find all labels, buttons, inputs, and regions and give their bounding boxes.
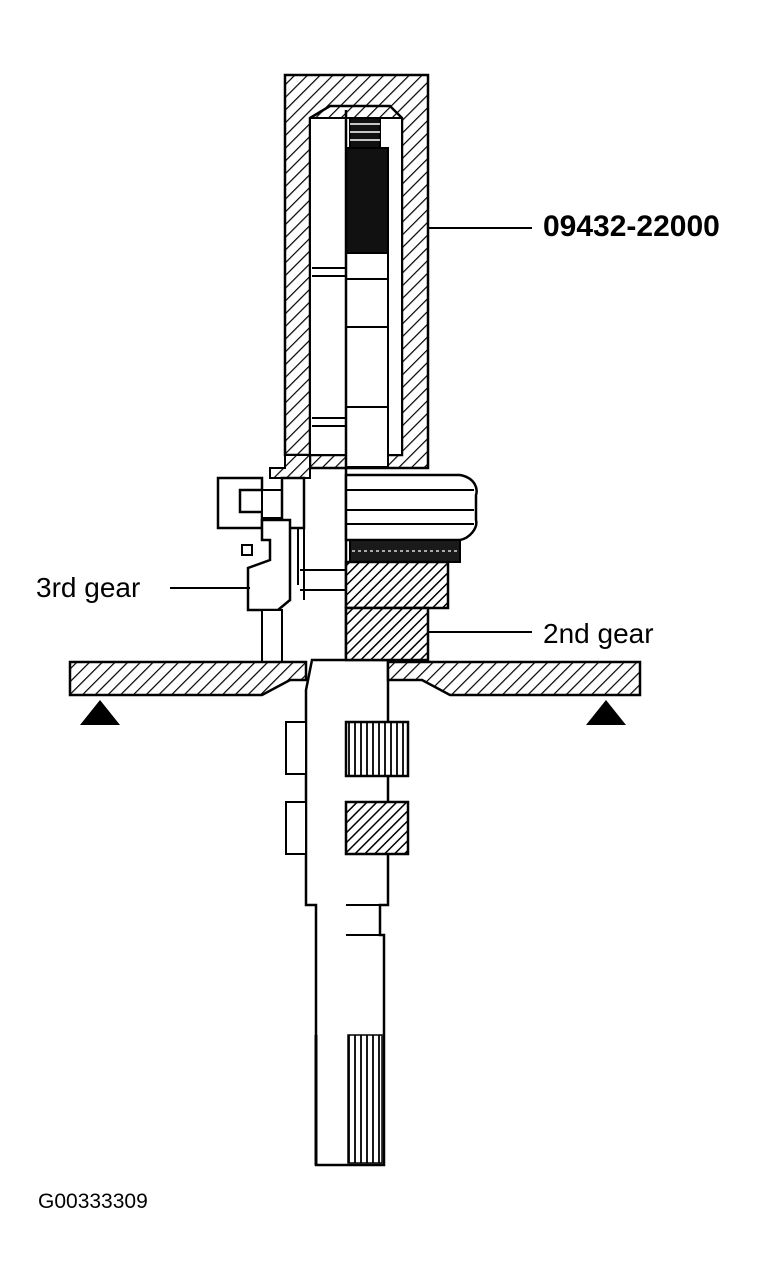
third-gear-label: 3rd gear [36, 572, 140, 603]
lower-gear-lower [285, 800, 410, 856]
support-triangle-right [586, 700, 626, 725]
second-gear-label: 2nd gear [543, 618, 654, 649]
clip-bracket [216, 476, 346, 663]
press-support-plate [68, 660, 642, 697]
tool-number-label: 09432-22000 [543, 210, 720, 243]
figure-id-label: G00333309 [38, 1190, 148, 1213]
transmission-shaft [304, 110, 390, 1167]
third-gear [344, 560, 450, 610]
synchronizer-hub [344, 473, 478, 563]
second-gear [344, 606, 430, 662]
lower-gear-upper [285, 720, 410, 778]
support-triangle-left [80, 700, 120, 725]
